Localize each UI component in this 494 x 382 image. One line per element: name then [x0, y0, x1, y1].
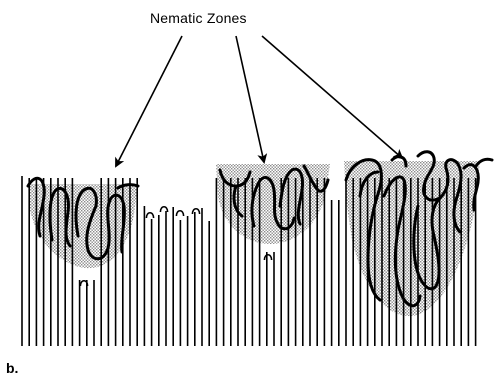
arrow-to-right-zone [262, 36, 402, 158]
panel-label: b. [6, 360, 18, 376]
nematic-zone-middle [216, 164, 330, 244]
lamella-fold-top [176, 211, 183, 216]
figure-label-nematic-zones: Nematic Zones [150, 10, 247, 26]
arrow-to-left-zone [116, 36, 182, 166]
arrow-to-middle-zone [236, 36, 264, 162]
lamella-fold-top [146, 213, 153, 218]
lamella-fold-top [264, 255, 271, 260]
pointer-arrows [116, 36, 402, 166]
nematic-zones [28, 161, 480, 316]
fold-curve [476, 159, 492, 166]
lamella-fold-top [192, 209, 199, 214]
